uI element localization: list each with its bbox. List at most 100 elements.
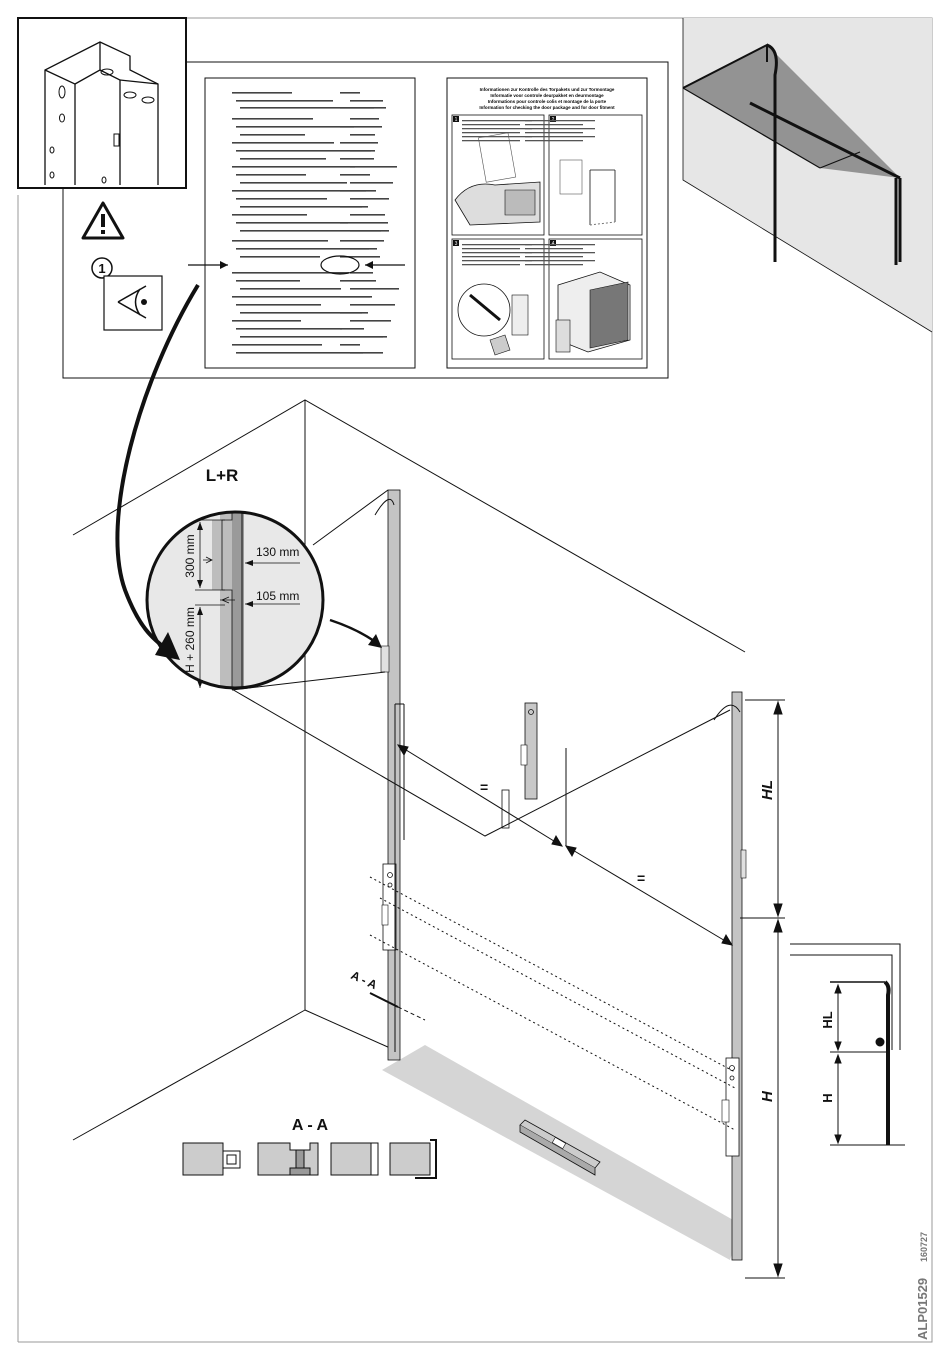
section-profiles [182,1139,437,1179]
leaflet-text-line [525,120,595,122]
leaflet-text-line [462,264,520,266]
warning-triangle-icon [81,201,125,240]
datasheet-text-line [350,166,397,168]
datasheet-text-line [350,182,393,184]
datasheet-text-line [240,206,368,208]
floor-spirit-level [519,1119,601,1176]
section-profile-1 [182,1142,241,1176]
datasheet-text-line [240,336,383,338]
datasheet-text-line [240,230,389,232]
lr-label: L+R [206,466,239,485]
datasheet-text-line [236,248,369,250]
dim-130: 130 mm [256,545,299,559]
datasheet-text-line [350,352,383,354]
datasheet-text-line [236,198,327,200]
leaflet-text-line [525,136,595,138]
document-date: 160727 [919,1232,929,1262]
datasheet-text-line [340,92,360,94]
highlight-ellipse [320,255,360,275]
equal-label-2: = [637,870,645,886]
leaflet-text-line [525,256,583,258]
leaflet-title-de: Informationen zur Kontrolle des Torpaket… [480,87,615,92]
datasheet-text-line [350,320,391,322]
left-door-jamb [380,489,401,1061]
equal-label-1: = [480,779,488,795]
leaflet-text-line [525,252,595,254]
side-elevation [790,943,905,1146]
dotted-guide-lines [369,876,736,1131]
dim-105: 105 mm [256,589,299,603]
datasheet-text-line [340,256,380,258]
datasheet-text-line [340,312,368,314]
datasheet-text-line [350,288,399,290]
svg-text:1: 1 [455,117,458,123]
magnifier-pointer-arrow [329,618,379,645]
leaflet-text-line [462,136,532,138]
leaflet-text-line [462,120,532,122]
datasheet-text-line [240,158,326,160]
datasheet-text-line [350,248,377,250]
datasheet-text-line [232,320,301,322]
datasheet-text-line [232,240,328,242]
datasheet-text-line [240,107,374,109]
datasheet-text-line [350,118,379,120]
datasheet-text-line [350,336,387,338]
datasheet-text-line [340,222,388,224]
step-number: 1 [98,261,105,276]
leaflet-panel-4: 4 [548,238,643,360]
section-aa-mark-label: A - A [349,968,380,992]
leaflet-frame [62,18,669,379]
datasheet-page [204,77,416,369]
datasheet-text-line [340,107,386,109]
datasheet-text-line [340,240,384,242]
datasheet-text-line [340,280,376,282]
datasheet-text-line [236,126,354,128]
datasheet-text-line [340,142,378,144]
datasheet-text-line [236,150,375,152]
datasheet-text-line [240,288,341,290]
datasheet-text-line [340,344,360,346]
datasheet-text-line [240,134,305,136]
leaflet-title-nl: Informatie voor controle deurpakket en d… [490,93,604,98]
leaflet-title-en: Information for checking the door packag… [479,105,615,110]
bracket-part [501,702,538,829]
datasheet-text-line [232,166,355,168]
curved-arrow-head [155,632,180,660]
datasheet-text-line [350,198,389,200]
hl-label: HL [759,780,776,800]
datasheet-text-line [350,304,395,306]
side-h-label: H [820,1093,835,1102]
datasheet-text-line [240,256,320,258]
right-door-jamb [721,691,747,1261]
dim-h-260: H + 260 mm [183,607,197,673]
datasheet-text-line [236,174,306,176]
leaflet-text-line [462,124,520,126]
section-profile-4 [389,1139,437,1179]
height-dimension-lines [773,700,783,1278]
datasheet-text-line [236,222,348,224]
room-walls [72,399,746,1141]
datasheet-text-line [350,230,381,232]
curved-reference-arrow [115,283,200,650]
eye-inspect-icon [103,275,163,331]
leaflet-title-fr: Informations pour controle colis et mont… [488,99,607,104]
leaflet-panel-1: 1 [451,114,545,236]
datasheet-text-line [240,312,362,314]
leaflet-text-line [462,256,520,258]
leaflet-text-line [525,140,583,142]
leaflet-panel-3: 3 [451,238,545,360]
dim-300: 300 mm [183,534,197,577]
section-cut-mark [369,992,426,1021]
datasheet-text-line [350,214,385,216]
h-label: H [759,1090,776,1102]
datasheet-text-line [232,344,322,346]
leaflet-text-line [525,124,583,126]
datasheet-text-line [236,100,333,102]
page-frame [17,17,933,1343]
datasheet-text-line [340,296,372,298]
equal-dimension-lines [396,744,734,946]
datasheet-text-line [350,100,383,102]
datasheet-text-line [236,352,363,354]
leaflet-text-line [525,244,595,246]
datasheet-text-line [236,328,342,330]
